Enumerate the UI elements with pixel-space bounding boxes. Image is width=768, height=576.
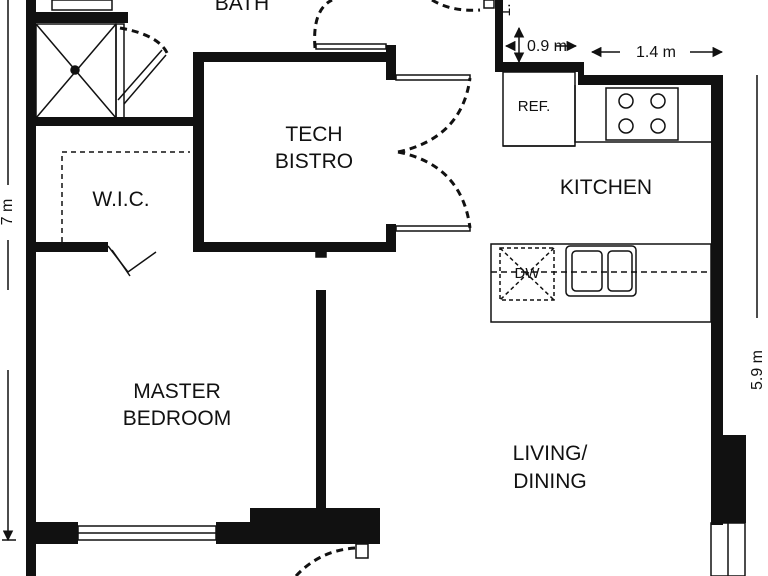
wall-kitchen-step (578, 62, 584, 85)
label-bath: BATH (215, 0, 269, 15)
door-bistro-bottom-swing (397, 150, 472, 229)
label-fridge: REF. (518, 98, 551, 115)
label-tech-bistro-2: BISTRO (275, 150, 353, 173)
dim-label-0-9: 0.9 m (527, 38, 567, 55)
label-master-1: MASTER (133, 380, 221, 403)
burner-3 (618, 118, 634, 134)
dimension-lines (2, 0, 758, 542)
wall-bath-bottom (26, 12, 128, 23)
dim-label-1-4: 1.4 m (636, 44, 676, 61)
door-wic-bifold (107, 245, 157, 274)
shower-door-frame (115, 23, 125, 119)
door-bottom-swing (294, 546, 357, 576)
doors (119, 0, 481, 576)
label-living-2: DINING (513, 470, 587, 493)
label-tech-bistro-1: TECH (285, 123, 342, 146)
wall-right-block (723, 435, 746, 523)
wall-bistro-right-top (386, 45, 396, 80)
wall-bistro-right-bottom (386, 224, 396, 252)
door-bistro-top-swing (397, 77, 472, 154)
door-leaves (107, 43, 471, 559)
sink-basin-right (607, 250, 633, 292)
label-living-1: LIVING/ (513, 442, 588, 465)
door-leaf-bottom (355, 543, 369, 559)
wic-shelf (61, 151, 190, 242)
fixtures (35, 23, 712, 323)
door-closet-swing (119, 26, 170, 56)
window-bath (51, 0, 113, 11)
wall-stub (483, 0, 495, 9)
burner-2 (650, 93, 666, 109)
wall-bistro-left (193, 52, 204, 252)
windows (51, 0, 746, 576)
label-wic: W.I.C. (92, 188, 149, 211)
wall-kitchen-right (711, 75, 723, 525)
sink (565, 245, 637, 297)
wall-bistro-bottom (193, 242, 396, 252)
door-bath-swing (313, 0, 333, 49)
burner-1 (618, 93, 634, 109)
wall-kitchen-top-a (495, 62, 580, 72)
labels: BATH TECH BISTRO KITCHEN W.I.C. MASTER B… (0, 0, 766, 493)
door-leaf-bistro-top (395, 74, 471, 81)
door-leaf-bistro-bottom (395, 225, 471, 232)
wall-kitchen-left (495, 0, 503, 72)
wall-corner-block (250, 508, 380, 544)
dim-label-5-9: 5.9 m (749, 350, 766, 390)
sink-basin-left (571, 250, 603, 292)
label-dishwasher: DW (515, 265, 541, 282)
wall-bedroom-right (316, 290, 326, 520)
door-bath-swing-2 (431, 0, 481, 12)
walls (26, 0, 746, 576)
kitchen-counter-top (574, 85, 711, 143)
wall-closet-top (26, 117, 196, 126)
door-leaf-closet (117, 49, 163, 101)
dim-label-7: 7 m (0, 199, 16, 226)
burner-4 (650, 118, 666, 134)
wall-wic-bottom (26, 242, 108, 252)
shower-drain (70, 65, 80, 75)
wall-bedroom-bottom-a (26, 522, 78, 544)
kitchen-island (490, 243, 712, 323)
door-leaf-bath (315, 43, 387, 50)
label-kitchen: KITCHEN (560, 176, 652, 199)
stove (605, 87, 679, 141)
wall-post (315, 251, 327, 258)
wall-bistro-top (193, 52, 393, 62)
wall-outer-left (26, 0, 36, 576)
dim-label-1: 1. (497, 3, 514, 16)
dishwasher (499, 247, 555, 301)
label-master-2: BEDROOM (123, 407, 232, 430)
wall-kitchen-top-b (578, 75, 723, 85)
